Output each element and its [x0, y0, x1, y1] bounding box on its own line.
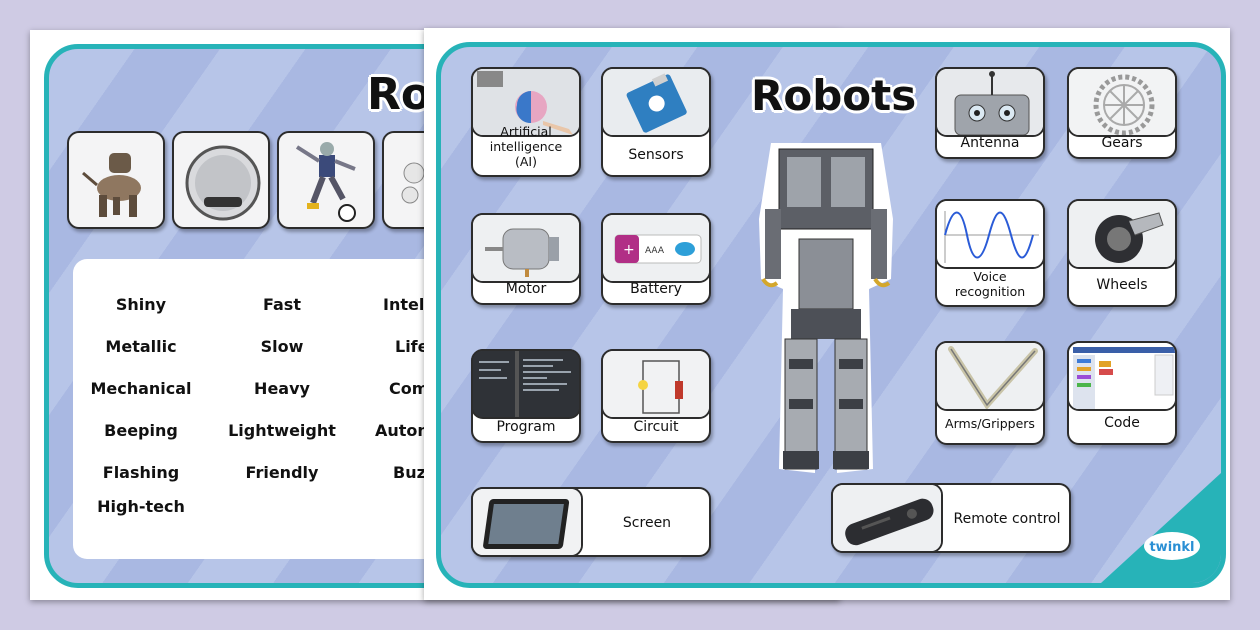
- voice-wave-picture: [935, 199, 1045, 269]
- card-ai: Artificial intelligence (AI): [471, 67, 581, 177]
- card-arms-grippers: Arms/Grippers: [935, 341, 1045, 445]
- word-mechanical: Mechanical: [90, 379, 192, 398]
- card-motor-label: Motor: [505, 281, 547, 297]
- card-code-label: Code: [1104, 415, 1140, 431]
- twinkl-logo-text: twinkl: [1149, 540, 1194, 555]
- word-life: Life: [395, 337, 429, 356]
- page-title: Robots: [751, 71, 917, 120]
- card-wheels: Wheels: [1067, 199, 1177, 307]
- motor-picture: [471, 213, 581, 283]
- card-program-label: Program: [496, 419, 556, 435]
- svg-text:+: +: [623, 242, 635, 258]
- sensors-picture: [601, 67, 711, 137]
- battery-picture: + AAA: [601, 213, 711, 283]
- screen-picture: [471, 487, 583, 557]
- describing-words-panel: Shiny Fast Intell Metallic Slow Life Mec…: [73, 259, 493, 559]
- robot-footballer-picture: [277, 131, 375, 229]
- card-ai-label: Artificial intelligence (AI): [489, 124, 563, 169]
- card-battery-label: Battery: [630, 281, 682, 297]
- word-heavy: Heavy: [254, 379, 310, 398]
- robot-dog-picture: [67, 131, 165, 229]
- antenna-picture: [935, 67, 1045, 137]
- card-voice-label: Voice recognition: [954, 269, 1026, 299]
- word-slow: Slow: [260, 337, 304, 356]
- card-circuit: Circuit: [601, 349, 711, 443]
- ai-picture: [471, 67, 581, 137]
- card-screen-label: Screen: [622, 515, 672, 531]
- card-battery: + AAA Battery: [601, 213, 711, 305]
- gears-picture: [1067, 67, 1177, 137]
- card-sensors-label: Sensors: [628, 147, 684, 163]
- card-code: Code: [1067, 341, 1177, 445]
- battery-aaa-text: AAA: [645, 246, 665, 256]
- remote-picture: [831, 483, 943, 553]
- word-intell: Intell: [383, 295, 430, 314]
- code-picture: [1067, 341, 1177, 411]
- card-arms-label: Arms/Grippers: [945, 416, 1035, 431]
- word-com: Com: [389, 379, 429, 398]
- word-beeping: Beeping: [104, 421, 178, 440]
- twinkl-logo: twinkl: [1143, 531, 1201, 561]
- card-antenna-label: Antenna: [960, 135, 1020, 151]
- card-sensors: Sensors: [601, 67, 711, 177]
- wheel-picture: [1067, 199, 1177, 269]
- arms-picture: [935, 341, 1045, 411]
- circuit-picture: [601, 349, 711, 419]
- corner-accent: [1101, 473, 1221, 583]
- card-remote-label: Remote control: [953, 511, 1061, 527]
- card-voice-recognition: Voice recognition: [935, 199, 1045, 307]
- card-circuit-label: Circuit: [633, 419, 679, 435]
- card-antenna: Antenna: [935, 67, 1045, 159]
- card-remote-control: Remote control: [831, 483, 1071, 553]
- word-metallic: Metallic: [105, 337, 177, 356]
- word-high-tech: High-tech: [97, 497, 185, 516]
- front-frame: Robots Artificial intelligence (AI): [436, 42, 1226, 588]
- word-friendly: Friendly: [245, 463, 319, 482]
- card-wheels-label: Wheels: [1096, 277, 1148, 293]
- word-buz: Buz: [393, 463, 426, 482]
- word-flashing: Flashing: [102, 463, 180, 482]
- front-sheet: Robots Artificial intelligence (AI): [424, 28, 1230, 600]
- word-auton: Auton: [375, 421, 429, 440]
- card-gears: Gears: [1067, 67, 1177, 159]
- program-picture: [471, 349, 581, 419]
- card-motor: Motor: [471, 213, 581, 305]
- card-gears-label: Gears: [1101, 135, 1143, 151]
- back-title: Ro: [367, 69, 432, 120]
- robot-illustration: [751, 139, 901, 481]
- card-screen: Screen: [471, 487, 711, 557]
- word-fast: Fast: [263, 295, 301, 314]
- word-shiny: Shiny: [115, 295, 167, 314]
- word-lightweight: Lightweight: [228, 421, 336, 440]
- robot-vacuum-picture: [172, 131, 270, 229]
- card-program: Program: [471, 349, 581, 443]
